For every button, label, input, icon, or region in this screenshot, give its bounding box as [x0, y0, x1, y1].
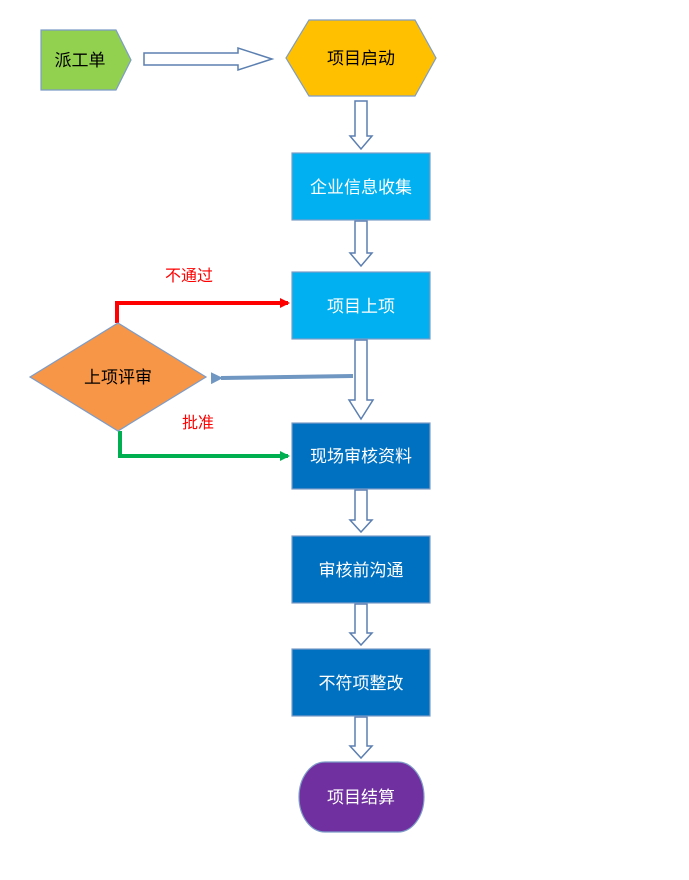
settle-shape	[298, 761, 425, 833]
onsite-label: 现场审核资料	[310, 447, 412, 467]
arrow-precomm-to-rectify	[348, 603, 374, 647]
onsite-shape	[291, 422, 431, 490]
arrow-onsite-to-precomm	[348, 489, 374, 534]
arrow-rectify-to-settle	[348, 716, 374, 760]
dispatch-shape	[40, 29, 132, 91]
edge-to-review-line	[210, 372, 354, 385]
node-dispatch: 派工单	[40, 29, 132, 91]
edge-label-rejected: 不通过	[165, 266, 213, 285]
connectors	[115, 298, 354, 461]
arrow-collect-to-register	[348, 220, 374, 268]
node-register: 项目上项	[291, 271, 431, 340]
start-label: 项目启动	[327, 49, 395, 69]
precomm-label: 审核前沟通	[319, 561, 404, 581]
node-start: 项目启动	[285, 19, 437, 97]
node-settle: 项目结算	[298, 761, 425, 833]
rectify-shape	[291, 648, 431, 717]
arrow-start-to-collect	[348, 100, 374, 151]
arrow-dispatch-to-start	[143, 46, 275, 72]
dispatch-label: 派工单	[55, 51, 106, 71]
review-shape	[28, 322, 208, 432]
review-label: 上项评审	[84, 368, 152, 388]
register-shape	[291, 271, 431, 340]
start-shape	[285, 19, 437, 97]
rectify-label: 不符项整改	[319, 674, 404, 694]
node-precomm: 审核前沟通	[291, 535, 431, 604]
arrow-register-to-onsite	[347, 339, 375, 421]
precomm-shape	[291, 535, 431, 604]
node-rectify: 不符项整改	[291, 648, 431, 717]
register-label: 项目上项	[327, 297, 395, 317]
node-collect: 企业信息收集	[291, 152, 431, 221]
collect-label: 企业信息收集	[310, 178, 412, 198]
settle-label: 项目结算	[327, 788, 395, 808]
collect-shape	[291, 152, 431, 221]
edge-approved-line	[118, 431, 290, 461]
hollow-arrows	[143, 46, 375, 760]
node-review: 上项评审	[28, 322, 208, 432]
edge-rejected-line	[115, 298, 290, 323]
edge-label-approved: 批准	[182, 413, 214, 432]
node-onsite: 现场审核资料	[291, 422, 431, 490]
